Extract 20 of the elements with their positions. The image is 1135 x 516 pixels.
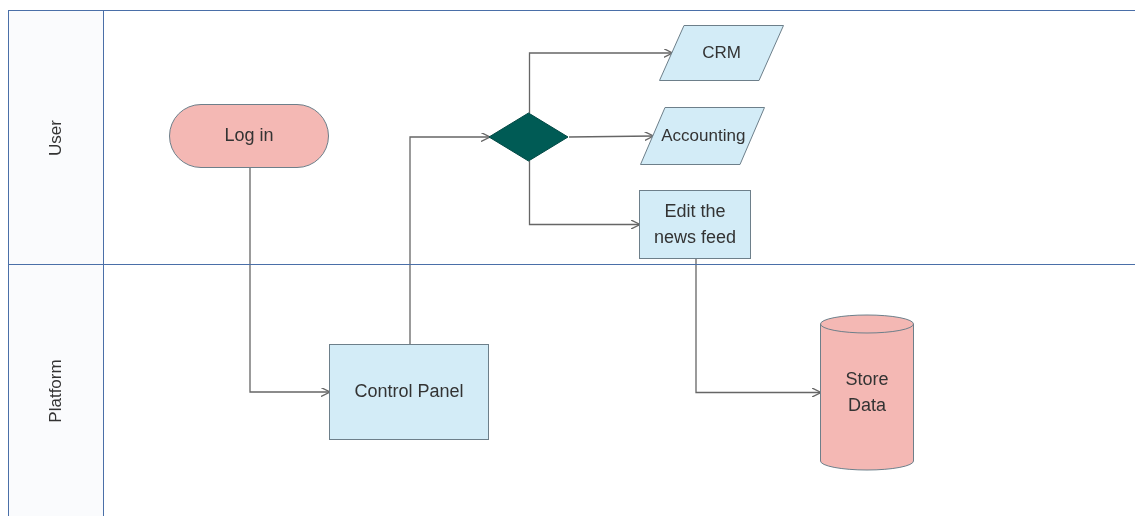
node-label: Store Data <box>844 368 890 417</box>
database-cylinder <box>820 315 914 470</box>
process-box <box>639 190 751 259</box>
arrow <box>528 160 641 230</box>
lane-label: Platform <box>46 358 66 423</box>
decision-diamond <box>489 113 568 161</box>
arrow <box>528 47 674 114</box>
node-label: Control Panel <box>354 380 464 404</box>
process-box <box>329 344 489 440</box>
arrow <box>249 167 331 398</box>
arrow <box>409 131 491 345</box>
node-label: Edit the news feed <box>652 200 738 249</box>
node-label: Accounting <box>661 125 744 148</box>
node-label: CRM <box>702 42 741 65</box>
swimlane <box>8 10 1135 265</box>
node-label: Log in <box>224 124 274 148</box>
arrow <box>695 258 822 398</box>
data-parallelogram <box>659 25 784 81</box>
data-parallelogram <box>640 107 765 165</box>
lane-label: User <box>46 119 66 156</box>
